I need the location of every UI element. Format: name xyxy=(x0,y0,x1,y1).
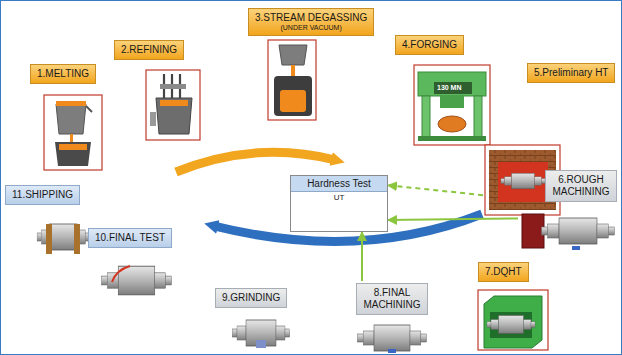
step-name: 8.FINAL MACHINING xyxy=(363,287,421,311)
step-label: 9.GRINDING xyxy=(215,288,287,308)
step-label: 1.MELTING xyxy=(30,64,96,84)
step-label: 4.FORGING xyxy=(395,35,464,55)
step-name: 2.REFINING xyxy=(121,44,177,56)
process-step: 7.DQHT xyxy=(476,260,550,352)
process-step: 3.STREAM DEGASSING(UNDER VACUUM) xyxy=(244,6,378,122)
press-rating: 130 MN xyxy=(437,84,462,91)
flow-arrow xyxy=(388,185,483,195)
step-label: 10.FINAL TEST xyxy=(88,228,172,248)
step-name: 1.MELTING xyxy=(37,68,89,80)
process-step: 11.SHIPPING xyxy=(3,183,102,260)
process-step: 9.GRINDING xyxy=(213,286,300,352)
box-heading: Hardness Test xyxy=(291,176,387,192)
flow-arrow xyxy=(361,232,363,281)
step-name: 10.FINAL TEST xyxy=(95,232,165,244)
process-step: 2.REFINING xyxy=(112,38,202,142)
step-name: 7.DQHT xyxy=(485,266,522,278)
step-name: 3.STREAM DEGASSING xyxy=(255,12,367,24)
step-note: (UNDER VACUUM) xyxy=(255,24,367,32)
step-name: 4.FORGING xyxy=(402,39,457,51)
step-label: 3.STREAM DEGASSING(UNDER VACUUM) xyxy=(248,8,374,36)
step-label: 5.Preliminary HT xyxy=(527,63,615,83)
step-label: 6.ROUGH MACHINING xyxy=(545,170,617,202)
step-label: 11.SHIPPING xyxy=(5,185,80,205)
process-step: 6.ROUGH MACHINING xyxy=(518,168,618,252)
inspection-box: Hardness TestUT xyxy=(290,175,388,232)
flow-arrow xyxy=(388,218,518,220)
step-name: 5.Preliminary HT xyxy=(534,67,608,79)
method-label: UT xyxy=(291,192,387,202)
step-label: 7.DQHT xyxy=(478,262,529,282)
step-label: 8.FINAL MACHINING xyxy=(356,283,428,315)
step-label: 2.REFINING xyxy=(114,40,184,60)
step-name: 6.ROUGH MACHINING xyxy=(552,174,610,198)
process-step: 10.FINAL TEST xyxy=(86,226,174,302)
process-step: 8.FINAL MACHINING xyxy=(354,281,430,355)
process-step: 1.MELTING xyxy=(28,62,106,172)
step-name: 11.SHIPPING xyxy=(12,189,73,201)
step-name: 9.GRINDING xyxy=(222,292,280,304)
